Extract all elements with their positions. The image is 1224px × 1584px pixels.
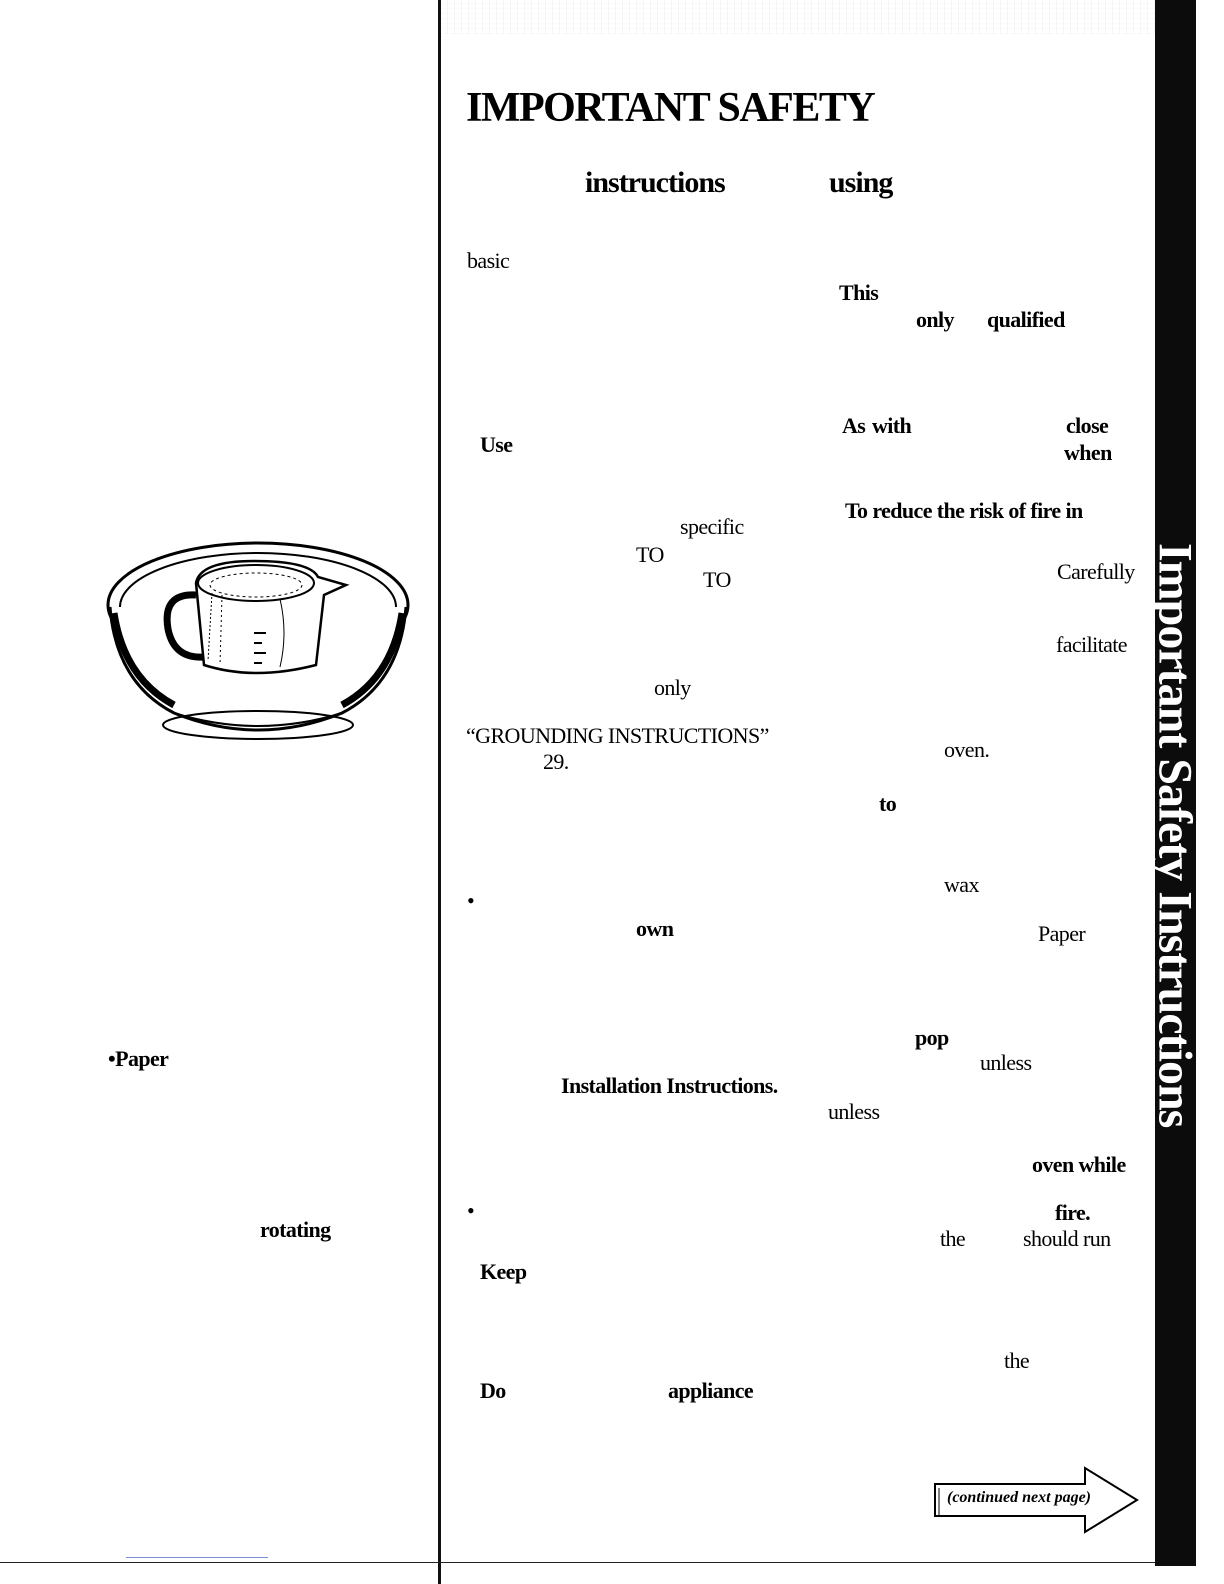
paper-bullet-label: Paper bbox=[115, 1046, 169, 1071]
text-fragment: to bbox=[879, 791, 897, 816]
text-fragment: own bbox=[636, 916, 674, 941]
text-fragment: rotating bbox=[260, 1217, 331, 1242]
text-fragment: Carefully bbox=[1057, 559, 1135, 584]
text-fragment: the bbox=[940, 1226, 966, 1251]
text-fragment: fire. bbox=[1055, 1200, 1091, 1225]
text-fragment: oven while bbox=[1032, 1152, 1126, 1177]
continued-next-page-label: (continued next page) bbox=[947, 1489, 1091, 1506]
text-fragment: only bbox=[654, 675, 691, 700]
continued-arrow-icon bbox=[934, 1466, 1139, 1534]
bottom-rule bbox=[0, 1562, 1155, 1563]
bullet: • bbox=[467, 888, 475, 913]
heading-word-instructions: instructions bbox=[585, 166, 726, 199]
text-fragment: TO bbox=[703, 567, 731, 592]
text-fragment: qualified bbox=[987, 307, 1065, 332]
text-fragment: oven. bbox=[944, 737, 990, 762]
text-fragment: This bbox=[839, 280, 879, 305]
text-fragment: facilitate bbox=[1056, 632, 1128, 657]
text-fragment: Paper bbox=[1038, 921, 1086, 946]
sidebar-tab: Important Safety Instructions bbox=[1155, 0, 1196, 1566]
measuring-cup-in-bowl-illustration bbox=[106, 541, 410, 740]
text-fragment: basic bbox=[467, 248, 510, 273]
text-fragment: Installation Instructions. bbox=[561, 1073, 778, 1098]
page-title: IMPORTANT SAFETY bbox=[466, 85, 876, 131]
bullet: • bbox=[467, 1198, 475, 1223]
paper-bullet-item: •Paper bbox=[108, 1046, 169, 1071]
page-reference: 29. bbox=[543, 749, 569, 774]
text-fragment: specific bbox=[680, 514, 744, 539]
text-fragment: only bbox=[916, 307, 955, 332]
text-fragment: wax bbox=[944, 872, 979, 897]
text-fragment: To reduce the risk of fire in bbox=[845, 498, 1083, 523]
text-fragment: As bbox=[842, 413, 866, 438]
text-fragment: Keep bbox=[480, 1259, 527, 1284]
column-divider bbox=[438, 0, 441, 1584]
text-fragment: Use bbox=[480, 432, 513, 457]
scan-noise bbox=[440, 0, 1156, 34]
text-fragment: TO bbox=[636, 542, 664, 567]
text-fragment: the bbox=[1004, 1348, 1030, 1373]
footnote-rule bbox=[126, 1557, 268, 1558]
heading-word-using: using bbox=[829, 166, 893, 199]
text-fragment: close bbox=[1066, 413, 1109, 438]
grounding-instructions-ref: “GROUNDING INSTRUCTIONS” bbox=[466, 723, 769, 748]
sidebar-title: Important Safety Instructions bbox=[1155, 543, 1196, 1128]
text-fragment: unless bbox=[980, 1050, 1032, 1075]
text-fragment: pop bbox=[915, 1025, 949, 1050]
text-fragment: with bbox=[872, 413, 912, 438]
text-fragment: appliance bbox=[668, 1378, 754, 1403]
text-fragment: Do bbox=[480, 1378, 506, 1403]
text-fragment: should run bbox=[1023, 1226, 1111, 1251]
text-fragment: unless bbox=[828, 1099, 880, 1124]
text-fragment: when bbox=[1064, 440, 1112, 465]
